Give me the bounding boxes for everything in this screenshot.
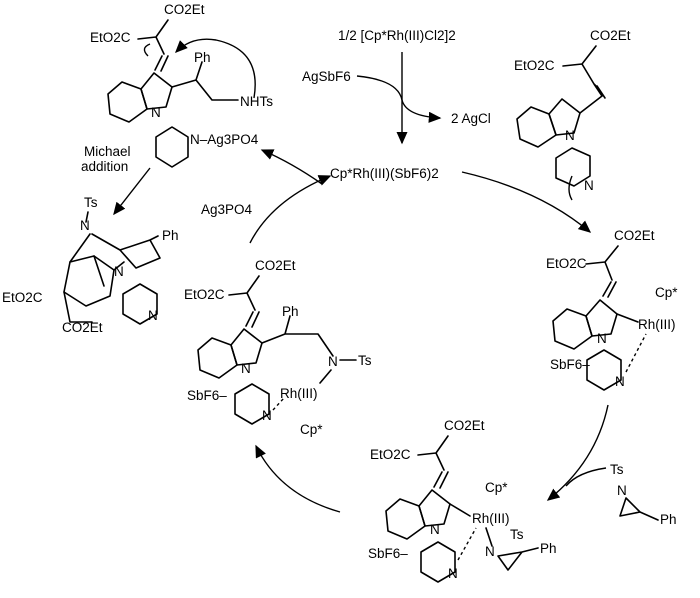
- aziridine-n: N: [617, 483, 627, 498]
- arrow-to-silver-complex: [260, 149, 323, 185]
- aziridine-reagent: Ts N Ph: [610, 462, 677, 527]
- complex3-sbf6: SbF6–: [368, 546, 408, 561]
- michael-arrow: [113, 167, 151, 216]
- ag-complex-n: N: [151, 105, 161, 120]
- substrate-n: N: [565, 128, 575, 143]
- ag-complex-nhts: NHTs: [240, 94, 273, 109]
- rhodacycle-eto2c: EtO2C: [546, 256, 587, 271]
- complex4-sbf6: SbF6–: [187, 388, 227, 403]
- complex4-n: N: [241, 361, 251, 376]
- arrow-to-regeneration: [249, 175, 332, 244]
- active-catalyst-label: Cp*Rh(III)(SbF6)2: [330, 166, 439, 181]
- complex3-n: N: [430, 522, 440, 537]
- aziridine-rh-complex: CO2Et EtO2C N Rh(III) Cp* N N Ts Ph SbF6…: [368, 418, 557, 583]
- michael-product: Ts N Ph N N EtO2C CO2Et: [2, 195, 179, 335]
- aziridine-in-arrow: [565, 467, 607, 487]
- product-co2et: CO2Et: [62, 320, 103, 335]
- rhodacycle-co2et: CO2Et: [614, 228, 655, 243]
- product-ts: Ts: [84, 195, 98, 210]
- arrow-to-cyclometalation: [461, 171, 592, 233]
- catalyst-precursor-label: 1/2 [Cp*Rh(III)Cl2]2: [338, 28, 456, 43]
- product-eto2c: EtO2C: [2, 290, 43, 305]
- silver-complex: CO2Et EtO2C N Ph NHTs N–Ag3PO4: [90, 2, 273, 168]
- complex3-ts: Ts: [510, 527, 524, 542]
- complex4-eto2c: EtO2C: [184, 287, 225, 302]
- complex3-cp: Cp*: [485, 480, 508, 495]
- agsbf6-label: AgSbF6: [302, 69, 351, 84]
- agcl-label: 2 AgCl: [451, 111, 491, 126]
- rhodacycle-cp: Cp*: [655, 285, 678, 300]
- complex3-ph: Ph: [540, 541, 557, 556]
- complex3-co2et: CO2Et: [444, 418, 485, 433]
- catalyst-activation: 1/2 [Cp*Rh(III)Cl2]2 AgSbF6 2 AgCl Cp*Rh…: [302, 28, 491, 181]
- agcl-out-arrow: [401, 99, 442, 123]
- agsbf6-in-arrow: [356, 75, 403, 101]
- product-n2: N: [114, 264, 124, 279]
- complex3-eto2c: EtO2C: [370, 447, 411, 462]
- complex4-cp: Cp*: [300, 422, 323, 437]
- electron-push-arrow: [143, 43, 151, 57]
- rhodacycle-rh: Rh(III): [638, 317, 676, 332]
- rhodacycle-sbf6: SbF6–: [550, 357, 590, 372]
- complex3-aziridine-n: N: [485, 544, 495, 559]
- complex4-ph: Ph: [282, 304, 299, 319]
- arrow-to-aziridine-coordination: [546, 404, 609, 501]
- complex4-co2et: CO2Et: [255, 258, 296, 273]
- michael-label-1: Michael: [84, 144, 131, 159]
- rhodacycle-n: N: [597, 331, 607, 346]
- ag3po4-label: Ag3PO4: [201, 202, 253, 217]
- ag-complex-ag: N–Ag3PO4: [190, 132, 259, 147]
- complex3-pyridine-n: N: [448, 566, 458, 581]
- complex4-rh: Rh(III): [280, 386, 318, 401]
- nucleophilic-attack-arrow: [175, 38, 256, 99]
- substrate-eto2c: EtO2C: [514, 58, 555, 73]
- substrate-indole: CO2Et EtO2C N N: [514, 28, 631, 193]
- ag-complex-ph: Ph: [194, 50, 211, 65]
- rhodacycle-pyridine-n: N: [615, 374, 625, 389]
- ring-opened-rh-complex: CO2Et EtO2C N Ph N Ts Rh(III) Cp* N SbF6…: [184, 258, 372, 437]
- product-pyridine-n: N: [148, 308, 158, 323]
- ag-complex-eto2c: EtO2C: [90, 30, 131, 45]
- aziridine-ph: Ph: [660, 512, 677, 527]
- arrow-to-ring-opening: [255, 444, 341, 513]
- substrate-co2et: CO2Et: [590, 28, 631, 43]
- ag-complex-co2et: CO2Et: [164, 2, 205, 17]
- cycle-arrows: Ag3PO4 Michael addition: [81, 144, 609, 513]
- complex4-amide-n: N: [328, 354, 338, 369]
- rhodacycle-intermediate: CO2Et EtO2C N Rh(III) Cp* N SbF6–: [546, 228, 678, 391]
- michael-label-2: addition: [81, 159, 128, 174]
- substrate-pyridine-n: N: [584, 178, 594, 193]
- complex4-pyridine-n: N: [262, 408, 272, 423]
- product-n1: N: [80, 218, 90, 233]
- aziridine-ts: Ts: [610, 462, 624, 477]
- complex3-rh: Rh(III): [472, 511, 510, 526]
- product-ph: Ph: [162, 228, 179, 243]
- substrate-in-arrow: [568, 175, 573, 201]
- complex4-ts: Ts: [358, 353, 372, 368]
